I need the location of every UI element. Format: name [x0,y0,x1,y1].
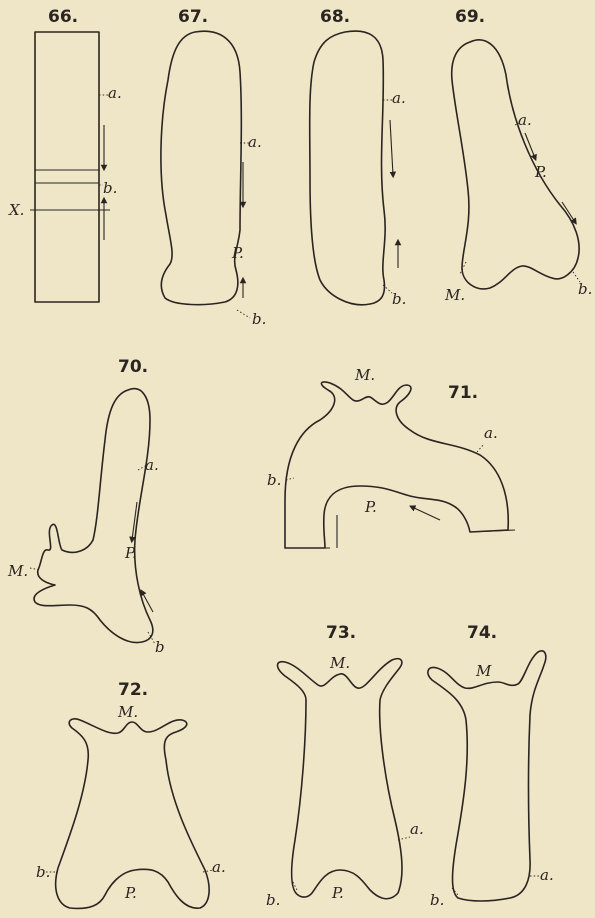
label-a: a. [392,89,406,107]
label-p: P. [124,884,137,902]
figure-number: 67. [178,7,208,27]
figure-number: 73. [326,623,356,643]
figure-71: 71. M. a. b. P. [267,366,515,548]
specimen-outline [161,31,241,304]
figure-number: 68. [320,7,350,27]
label-m: M. [7,562,28,580]
label-m: M. [329,654,350,672]
label-a: a. [108,84,122,102]
figure-number: 70. [118,357,148,377]
label-m: M. [444,286,465,304]
figure-67: 67. a. P. b. [161,7,266,328]
figure-number: 71. [448,383,478,403]
figure-number: 72. [118,680,148,700]
figure-number: 74. [467,623,497,643]
figure-66: 66. a. b. X. [8,7,122,302]
label-a: a. [248,133,262,151]
label-b: b. [267,471,281,489]
label-m: M [475,662,492,680]
figure-73: 73. M. a. b. P. [266,623,424,909]
leader-line [237,310,250,318]
label-x: X. [8,201,24,219]
label-a: a. [484,424,498,442]
label-b: b. [252,310,266,328]
label-b: b. [430,891,444,909]
specimen-outline [285,382,508,548]
label-p: P. [364,498,377,516]
label-b: b. [392,290,406,308]
figure-number: 66. [48,7,78,27]
specimen-outline [56,719,209,909]
figure-number: 69. [455,7,485,27]
label-m: M. [354,366,375,384]
figure-72: 72. M. b. a. P. [36,680,226,908]
label-p: P. [331,884,344,902]
specimen-outline [452,40,579,289]
figure-70: 70. a. P. M. b [7,357,165,656]
label-a: a. [410,820,424,838]
figure-74: 74. M a. b. [428,623,554,909]
label-b: b. [103,179,117,197]
direction-arrow [142,592,153,612]
leader-line [286,478,294,480]
specimen-outline [310,31,385,305]
label-p: P. [124,544,137,562]
label-a: a. [518,111,532,129]
label-p: P. [231,244,244,262]
label-a: a. [145,456,159,474]
label-b: b. [36,863,50,881]
leader-line [477,444,484,452]
figure-68: 68. a. b. [310,7,407,308]
label-m: M. [117,703,138,721]
label-p: P. [534,163,547,181]
label-a: a. [212,858,226,876]
label-b: b [155,638,165,656]
label-b: b. [266,891,280,909]
label-b: b. [578,280,592,298]
direction-arrow [390,120,393,175]
label-a: a. [540,866,554,884]
direction-arrow [412,507,440,520]
specimen-outline [35,32,99,302]
direction-arrow [562,202,575,222]
specimen-outline [278,659,402,899]
figure-69: 69. a. P. M. b. [444,7,592,304]
specimen-outline [428,651,546,901]
